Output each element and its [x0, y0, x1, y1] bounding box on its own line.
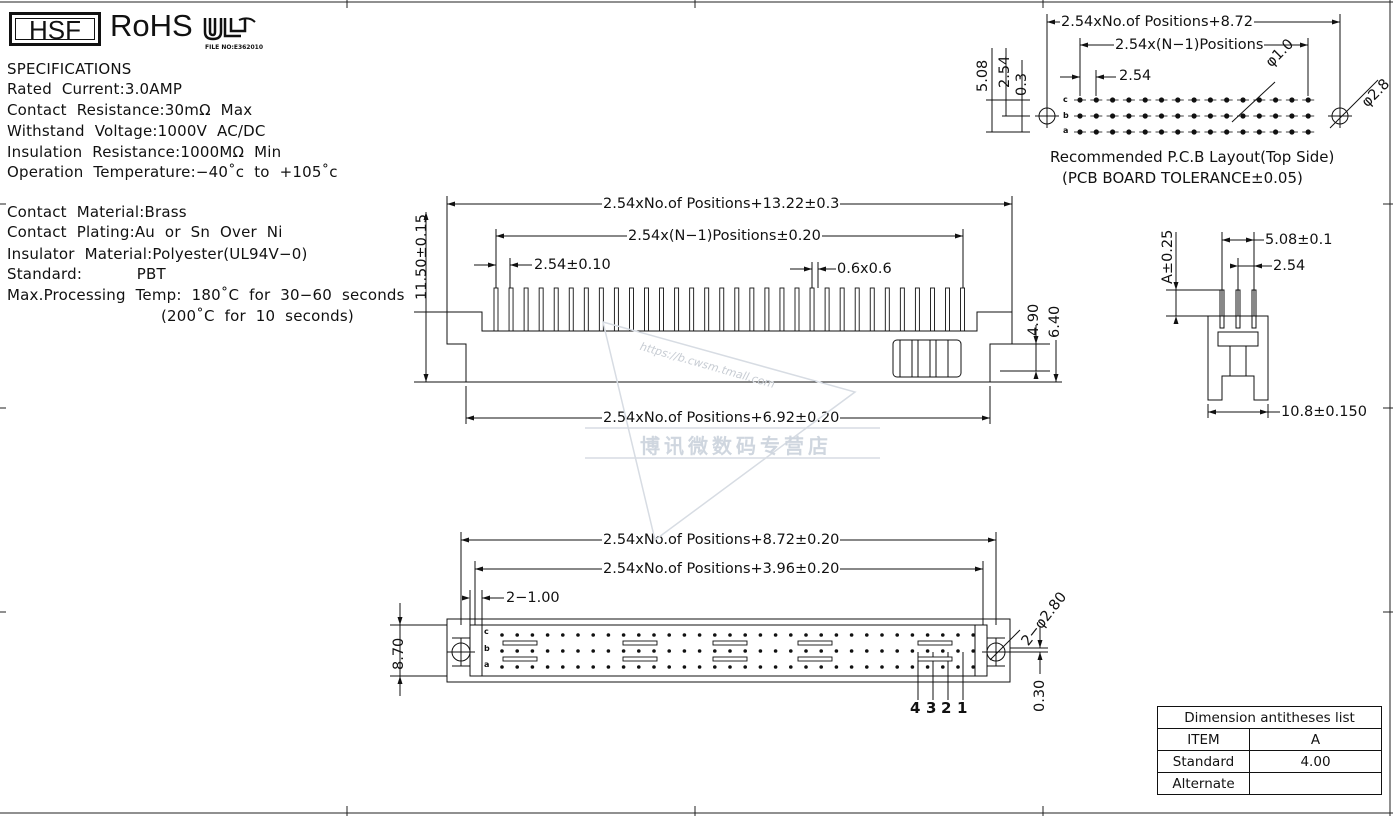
- spec-line: Insulator Material:Polyester(UL94V−0): [7, 245, 308, 263]
- dimension-list-cell: [1249, 772, 1382, 795]
- spec-line: Standard: PBT: [7, 265, 166, 283]
- pcb-tolerance: (PCB BOARD TOLERANCE±0.05): [1062, 169, 1303, 187]
- spec-line: Insulation Resistance:1000MΩ Min: [7, 143, 282, 161]
- top-dim-inner: 2.54xNo.of Positions+3.96±0.20: [602, 561, 841, 577]
- side-dim-pitch: 2.54±0.10: [534, 257, 611, 273]
- spec-line: (200˚C for 10 seconds): [7, 307, 354, 325]
- top-dim-030: 0.30: [1032, 679, 1048, 712]
- pin-number-1: 1: [957, 699, 968, 717]
- ul-recognized-icon: [203, 17, 256, 41]
- pcb-dim-v-508: 5.08: [975, 59, 991, 92]
- top-dim-total: 2.54xNo.of Positions+8.72±0.20: [602, 532, 841, 548]
- spec-line: Contact Material:Brass: [7, 203, 187, 221]
- spec-line: Max.Processing Temp: 180˚C for 30−60 sec…: [7, 286, 405, 304]
- pcb-row-label-b: b: [1063, 111, 1069, 120]
- pcb-dim-n1: 2.54x(N−1)Positions: [1114, 37, 1265, 53]
- watermark-shop: 博讯微数码专营店: [640, 434, 832, 458]
- pcb-caption: Recommended P.C.B Layout(Top Side): [1050, 148, 1335, 166]
- side-dim-640: 6.40: [1047, 305, 1063, 338]
- hsf-logo-text: HSF: [15, 17, 95, 43]
- dimension-list-cell: Standard: [1157, 750, 1250, 773]
- top-dim-870: 8.70: [391, 637, 407, 670]
- dimension-list-table: Dimension antitheses list ITEM A Standar…: [1157, 706, 1382, 795]
- dimension-list-title: Dimension antitheses list: [1157, 706, 1382, 729]
- spec-line: Rated Current:3.0AMP: [7, 80, 183, 98]
- pin-number-2: 2: [941, 699, 952, 717]
- top-row-label-a: a: [484, 660, 490, 669]
- pcb-row-label-a: a: [1063, 126, 1069, 135]
- pcb-dim-v-254: 2.54: [997, 55, 1013, 88]
- top-row-label-c: c: [484, 627, 489, 636]
- side-dim-total: 2.54xNo.of Positions+13.22±0.3: [602, 196, 841, 212]
- top-dim-tab: 2−1.00: [506, 590, 560, 606]
- end-dim-width: 10.8±0.150: [1281, 404, 1367, 420]
- side-dim-n1: 2.54x(N−1)Positions±0.20: [627, 228, 822, 244]
- side-dim-bottom: 2.54xNo.of Positions+6.92±0.20: [602, 410, 841, 426]
- top-row-label-b: b: [484, 644, 490, 653]
- spec-line: Contact Resistance:30mΩ Max: [7, 101, 253, 119]
- end-dim-508: 5.08±0.1: [1265, 232, 1333, 248]
- side-dim-height: 11.50±0.15: [414, 214, 430, 300]
- spec-line: Contact Plating:Au or Sn Over Ni: [7, 223, 283, 241]
- spec-line: Withstand Voltage:1000V AC/DC: [7, 122, 266, 140]
- pcb-row-label-c: c: [1063, 95, 1068, 104]
- dimension-list-header-a: A: [1249, 728, 1382, 751]
- hsf-logo: HSF: [9, 12, 101, 46]
- pcb-dim-total: 2.54xNo.of Positions+8.72: [1060, 14, 1254, 30]
- end-dim-a: A±0.25: [1160, 229, 1176, 284]
- pcb-dim-pitch: 2.54: [1119, 68, 1152, 84]
- dimension-list-cell: 4.00: [1249, 750, 1382, 773]
- dimension-list-header-item: ITEM: [1157, 728, 1250, 751]
- spec-line: Operation Temperature:−40˚c to +105˚c: [7, 163, 338, 181]
- pin-number-4: 4: [910, 699, 921, 717]
- pcb-dim-v-03: 0.3: [1014, 72, 1030, 96]
- spec-heading: SPECIFICATIONS: [7, 60, 132, 78]
- pin-number-3: 3: [926, 699, 937, 717]
- side-dim-490: 4.90: [1026, 303, 1042, 336]
- end-dim-254: 2.54: [1273, 258, 1306, 274]
- side-dim-pin: 0.6x0.6: [837, 261, 892, 277]
- dimension-list-cell: Alternate: [1157, 772, 1250, 795]
- rohs-mark: RoHS: [110, 8, 193, 43]
- ul-file-number: FILE NO:E362010: [205, 44, 264, 51]
